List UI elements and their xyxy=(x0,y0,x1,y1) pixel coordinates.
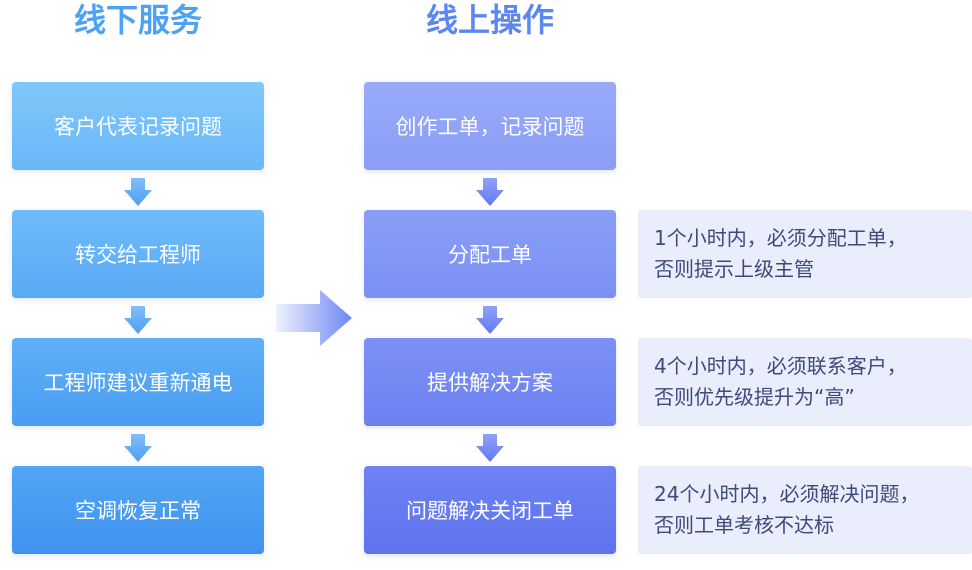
offline-services-title: 线下服务 xyxy=(73,1,202,39)
offline-step-record-problem: 客户代表记录问题 xyxy=(12,82,264,170)
sla-note-assign: 1个小时内，必须分配工单， 否则提示上级主管 xyxy=(638,210,972,298)
offline-step-label: 空调恢复正常 xyxy=(75,499,201,523)
online-step-create-ticket: 创作工单，记录问题 xyxy=(364,82,616,170)
sla-note-contact: 4个小时内，必须联系客户， 否则优先级提升为“高” xyxy=(638,338,972,426)
note-line: 否则工单考核不达标 xyxy=(654,513,834,537)
note-line: 4个小时内，必须联系客户， xyxy=(654,354,907,378)
down-arrow-icon xyxy=(476,434,504,462)
offline-step-label: 客户代表记录问题 xyxy=(54,115,222,139)
down-arrow-icon xyxy=(124,434,152,462)
online-step-label: 创作工单，记录问题 xyxy=(395,115,585,139)
note-line: 否则优先级提升为“高” xyxy=(654,385,855,409)
note-line: 否则提示上级主管 xyxy=(654,257,814,281)
offline-step-engineer-suggest: 工程师建议重新通电 xyxy=(12,338,264,426)
offline-step-label: 转交给工程师 xyxy=(75,243,201,267)
online-step-label: 分配工单 xyxy=(448,243,532,267)
note-line: 24个小时内，必须解决问题， xyxy=(654,482,920,506)
sla-note-resolve: 24个小时内，必须解决问题， 否则工单考核不达标 xyxy=(638,466,972,554)
down-arrow-icon xyxy=(124,178,152,206)
note-line: 1个小时内，必须分配工单， xyxy=(654,226,907,250)
down-arrow-icon xyxy=(476,306,504,334)
right-arrow-icon xyxy=(276,290,352,346)
online-step-label: 提供解决方案 xyxy=(427,371,553,395)
online-step-close-ticket: 问题解决关闭工单 xyxy=(364,466,616,554)
offline-step-label: 工程师建议重新通电 xyxy=(43,371,233,395)
down-arrow-icon xyxy=(476,178,504,206)
online-step-label: 问题解决关闭工单 xyxy=(406,499,574,523)
offline-step-restored: 空调恢复正常 xyxy=(12,466,264,554)
offline-step-transfer-engineer: 转交给工程师 xyxy=(12,210,264,298)
online-operations-title: 线上操作 xyxy=(425,1,554,39)
online-step-provide-solution: 提供解决方案 xyxy=(364,338,616,426)
down-arrow-icon xyxy=(124,306,152,334)
online-step-assign-ticket: 分配工单 xyxy=(364,210,616,298)
